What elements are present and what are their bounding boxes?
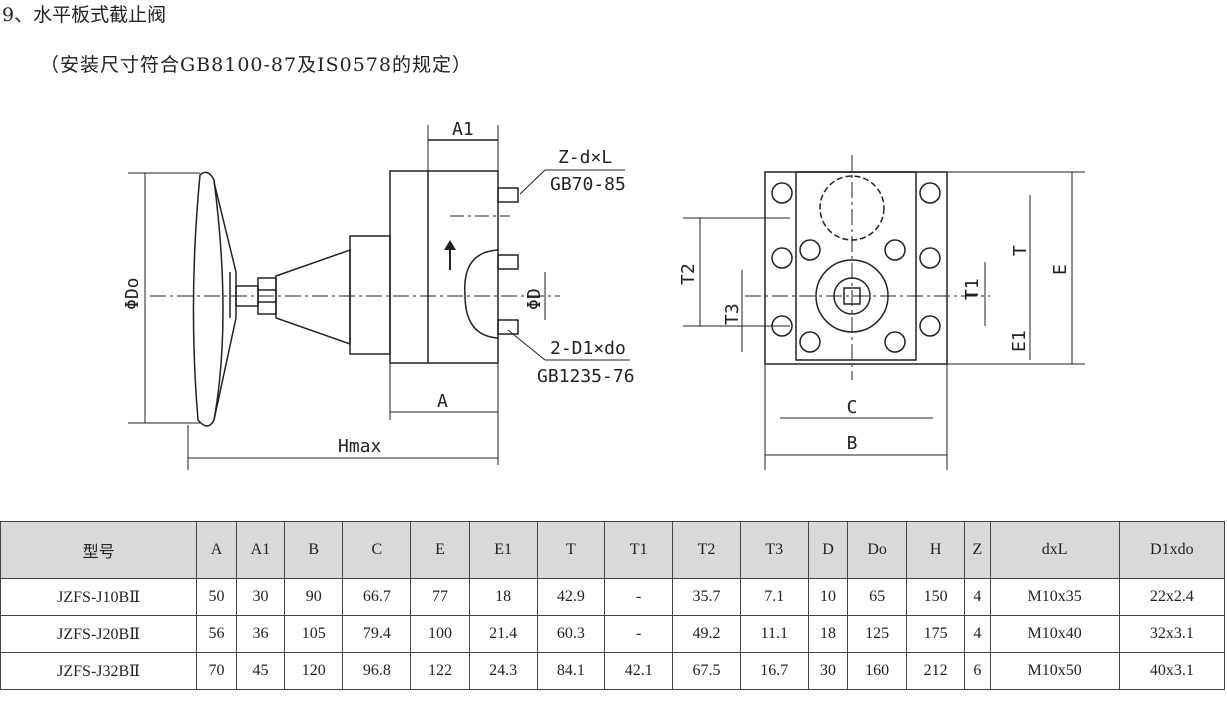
label-phi-d: ΦD xyxy=(524,288,545,310)
column-header: Do xyxy=(847,521,907,579)
table-cell: JZFS-J32BⅡ xyxy=(0,652,198,690)
table-cell: 18 xyxy=(807,615,849,653)
table-cell: 50 xyxy=(196,578,237,616)
table-cell: 4 xyxy=(964,615,991,653)
label-a: A xyxy=(437,391,448,412)
column-header: C xyxy=(342,521,412,579)
bonnet xyxy=(275,248,351,346)
section-subtitle: （安装尺寸符合GB8100-87及IS0578的规定） xyxy=(40,54,472,76)
table-cell: 30 xyxy=(807,652,849,690)
table-cell: 120 xyxy=(283,652,344,690)
bolt-holes xyxy=(771,182,941,353)
table-cell: 65 xyxy=(847,578,907,616)
table-cell: 7.1 xyxy=(739,578,809,616)
column-header: Z xyxy=(964,521,991,579)
label-t3: T3 xyxy=(722,303,743,325)
table-cell: 66.7 xyxy=(342,578,412,616)
table-cell: 11.1 xyxy=(739,615,809,653)
column-header: D1xdo xyxy=(1118,521,1226,579)
table-cell: 36 xyxy=(235,615,286,653)
handwheel-outline xyxy=(192,171,224,427)
table-cell: 77 xyxy=(410,578,470,616)
column-header: T xyxy=(536,521,606,579)
table-cell: 175 xyxy=(905,615,966,653)
label-hmax: Hmax xyxy=(338,436,382,457)
label-t2: T2 xyxy=(678,263,699,285)
table-cell: 125 xyxy=(847,615,907,653)
table-cell: 84.1 xyxy=(536,652,606,690)
table-cell: M10x35 xyxy=(989,578,1120,616)
table-cell: 6 xyxy=(964,652,991,690)
table-cell: 79.4 xyxy=(342,615,412,653)
table-cell: 42.1 xyxy=(604,652,674,690)
label-gb1235: GB1235-76 xyxy=(537,366,635,387)
label-d1xdo: 2-D1×do xyxy=(550,338,626,359)
label-b: B xyxy=(847,433,858,454)
table-cell: 67.5 xyxy=(672,652,741,690)
table-cell: 49.2 xyxy=(672,615,741,653)
label-gb70: GB70-85 xyxy=(550,174,626,195)
valve-technical-drawing: A1 Z-d×L GB70-85 ΦDo ΦD 2-D1×do GB1235-7… xyxy=(122,119,1085,470)
table-cell: 42.9 xyxy=(536,578,606,616)
table-cell: 56 xyxy=(196,615,237,653)
front-plate xyxy=(764,171,948,365)
label-z-dxl: Z-d×L xyxy=(558,147,612,168)
table-cell: 24.3 xyxy=(468,652,538,690)
table-cell: JZFS-J10BⅡ xyxy=(0,578,198,616)
table-cell: 45 xyxy=(235,652,286,690)
column-header: T2 xyxy=(672,521,741,579)
column-header: T1 xyxy=(604,521,674,579)
table-cell: 70 xyxy=(196,652,237,690)
table-cell: 16.7 xyxy=(739,652,809,690)
table-cell: M10x40 xyxy=(989,615,1120,653)
label-t1: T1 xyxy=(962,278,983,300)
table-cell: 21.4 xyxy=(468,615,538,653)
label-e: E xyxy=(1050,264,1071,275)
table-cell: 10 xyxy=(807,578,849,616)
column-header: E xyxy=(410,521,470,579)
label-c: C xyxy=(847,397,858,418)
table-cell: 122 xyxy=(410,652,470,690)
table-cell: 32x3.1 xyxy=(1118,615,1226,653)
label-phi-do: ΦDo xyxy=(122,277,143,310)
table-cell: 150 xyxy=(905,578,966,616)
column-header: H xyxy=(905,521,966,579)
column-header: A xyxy=(196,521,237,579)
table-cell: 35.7 xyxy=(672,578,741,616)
label-e1: E1 xyxy=(1009,330,1030,352)
table-cell: M10x50 xyxy=(989,652,1120,690)
column-header: T3 xyxy=(739,521,809,579)
table-cell: 4 xyxy=(964,578,991,616)
table-cell: 212 xyxy=(905,652,966,690)
table-cell: 40x3.1 xyxy=(1118,652,1226,690)
column-header: E1 xyxy=(468,521,538,579)
table-cell: 96.8 xyxy=(342,652,412,690)
table-cell: 105 xyxy=(283,615,344,653)
table-cell: 60.3 xyxy=(536,615,606,653)
table-cell: 18 xyxy=(468,578,538,616)
table-cell: 100 xyxy=(410,615,470,653)
table-cell: 30 xyxy=(235,578,286,616)
table-cell: 160 xyxy=(847,652,907,690)
section-title: 9、水平板式截止阀 xyxy=(2,4,167,26)
table-cell: - xyxy=(604,615,674,653)
table-cell: 90 xyxy=(283,578,344,616)
column-header: dxL xyxy=(989,521,1120,579)
table-cell: - xyxy=(604,578,674,616)
table-cell: JZFS-J20BⅡ xyxy=(0,615,198,653)
column-header: 型号 xyxy=(0,521,198,579)
label-t: T xyxy=(1010,245,1031,256)
label-a1: A1 xyxy=(452,119,474,140)
column-header: D xyxy=(807,521,849,579)
column-header: B xyxy=(283,521,344,579)
column-header: A1 xyxy=(235,521,286,579)
table-cell: 22x2.4 xyxy=(1118,578,1226,616)
